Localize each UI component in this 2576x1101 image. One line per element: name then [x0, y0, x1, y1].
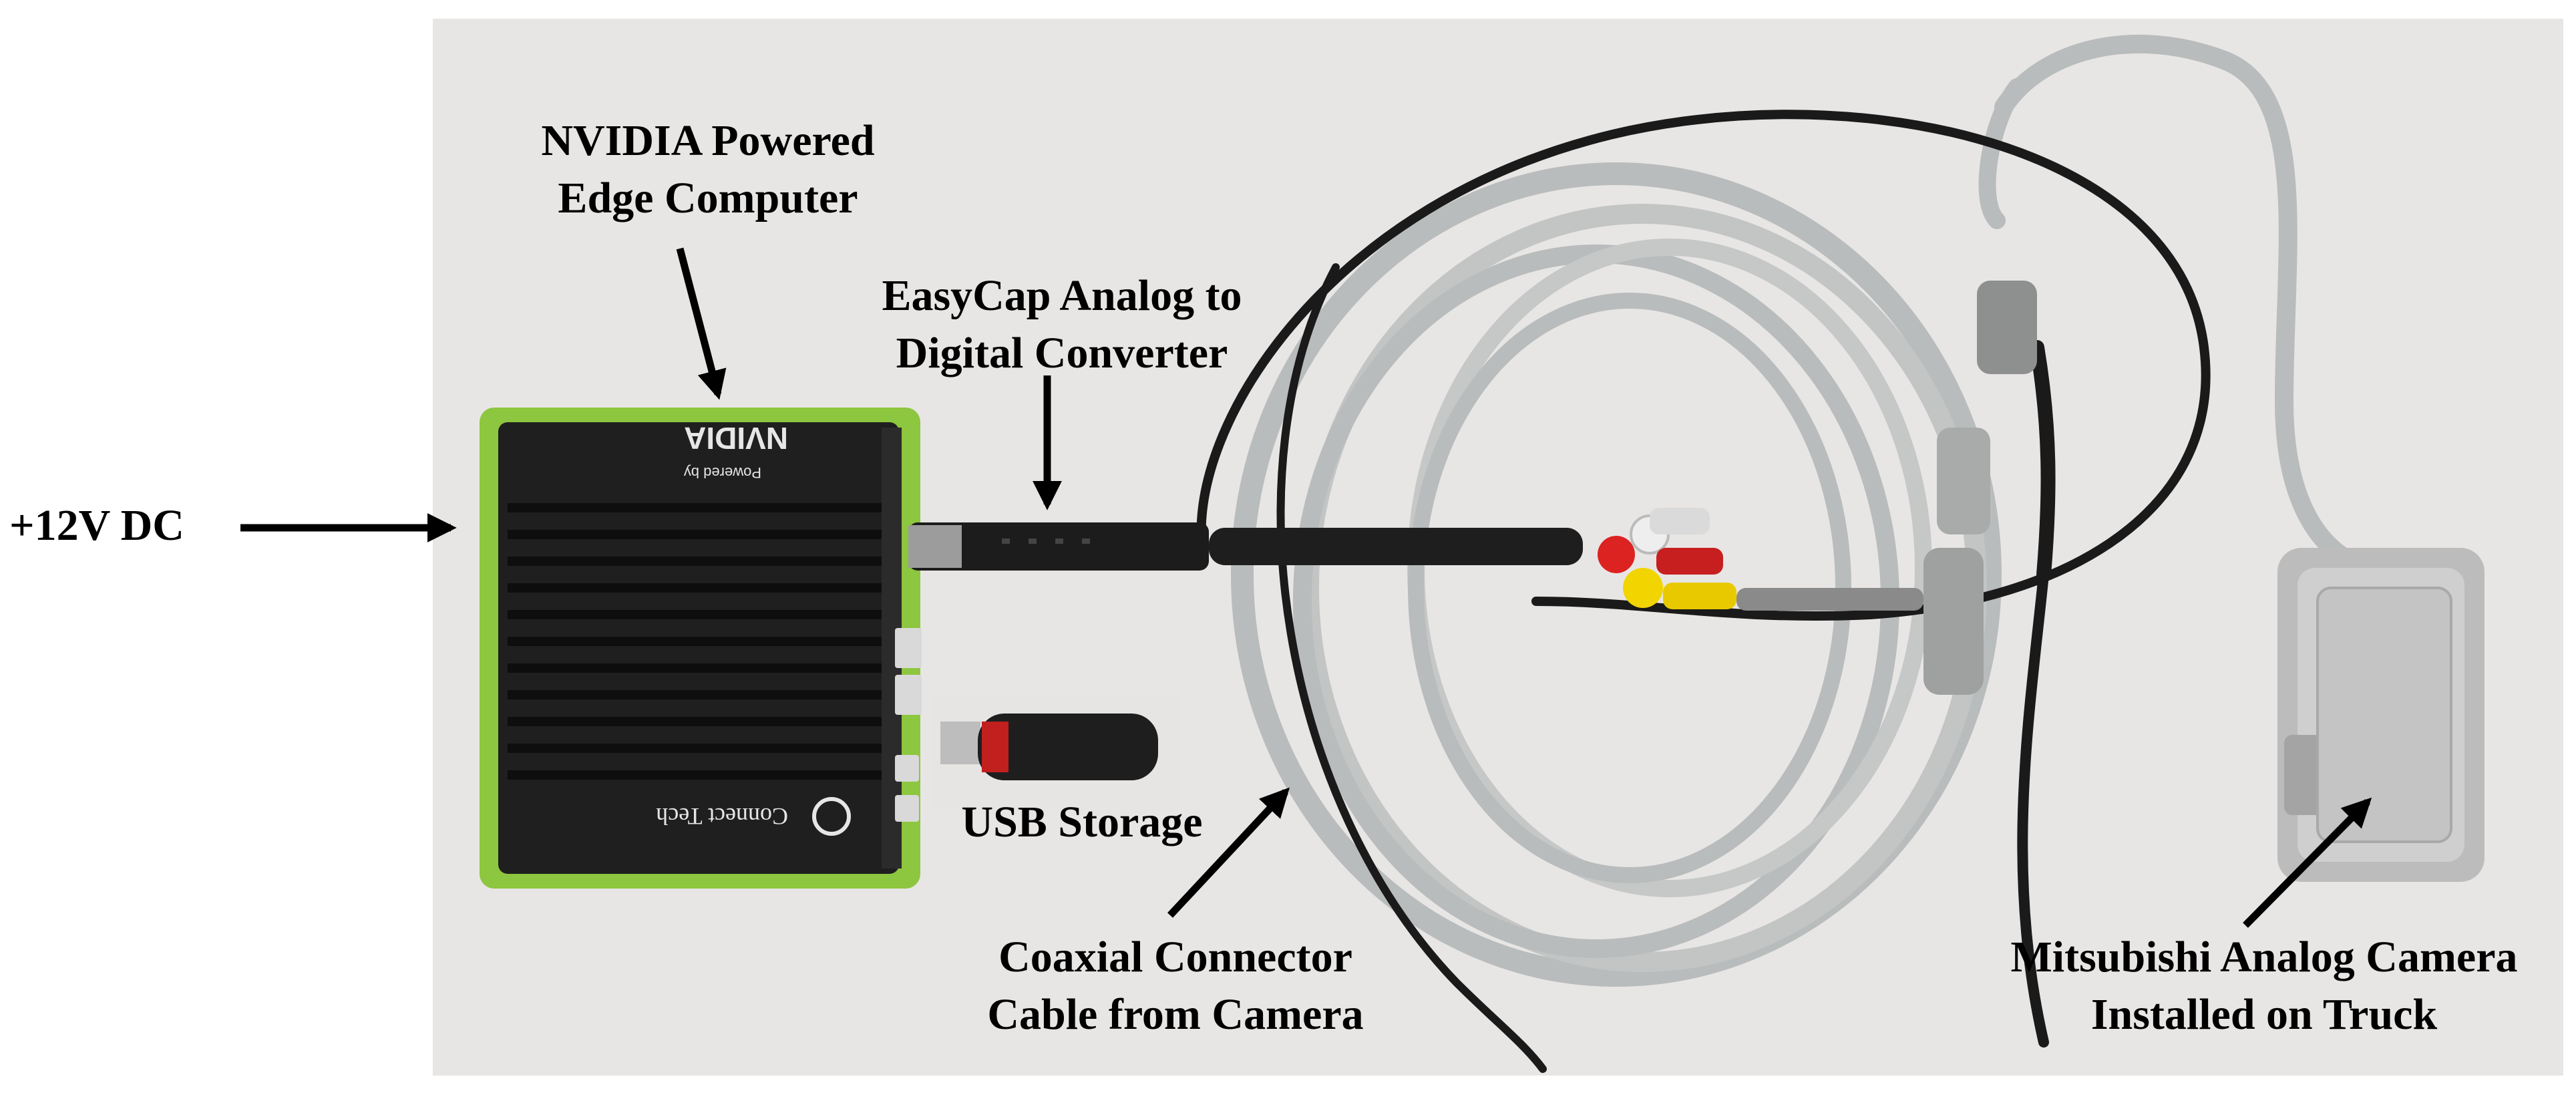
- arrow-edge-computer: [676, 247, 727, 400]
- usb-stick: [930, 695, 1178, 815]
- arrow-camera: [2243, 797, 2372, 928]
- label-camera-line2: Installed on Truck: [2090, 990, 2438, 1039]
- label-converter-line2: Digital Converter: [896, 329, 1228, 377]
- label-cable-line2: Cable from Camera: [987, 990, 1364, 1039]
- device-powered-text: Powered by: [684, 464, 761, 481]
- mitsubishi-camera: [2277, 548, 2485, 882]
- connect-tech-logo-icon: [812, 797, 851, 836]
- label-usb: USB Storage: [922, 794, 1242, 851]
- label-cable: Coaxial Connector Cable from Camera: [922, 929, 1429, 1044]
- label-power: +12V DC: [9, 497, 236, 555]
- label-edge-computer-line2: Edge Computer: [558, 174, 858, 222]
- label-camera-line1: Mitsubishi Analog Camera: [2010, 933, 2518, 981]
- label-converter: EasyCap Analog to Digital Converter: [835, 267, 1289, 382]
- label-camera: Mitsubishi Analog Camera Installed on Tr…: [1964, 929, 2565, 1044]
- device-brand-text: NVIDIA: [684, 421, 788, 456]
- label-usb-text: USB Storage: [961, 798, 1203, 846]
- cable-connectors: [1209, 281, 2037, 695]
- label-power-text: +12V DC: [9, 501, 184, 550]
- device-maker-text: Connect Tech: [656, 803, 788, 830]
- label-edge-computer: NVIDIA Powered Edge Computer: [468, 112, 948, 227]
- annotation-arrows: [240, 247, 2372, 928]
- easycap-converter: [908, 522, 1209, 571]
- edge-computer: NVIDIA Powered by Connect Tech: [480, 408, 922, 889]
- label-cable-line1: Coaxial Connector: [998, 933, 1352, 981]
- label-edge-computer-line1: NVIDIA Powered: [541, 116, 875, 165]
- black-cable: [1196, 110, 2211, 1073]
- label-converter-line1: EasyCap Analog to: [882, 271, 1242, 320]
- arrow-cable: [1167, 787, 1290, 918]
